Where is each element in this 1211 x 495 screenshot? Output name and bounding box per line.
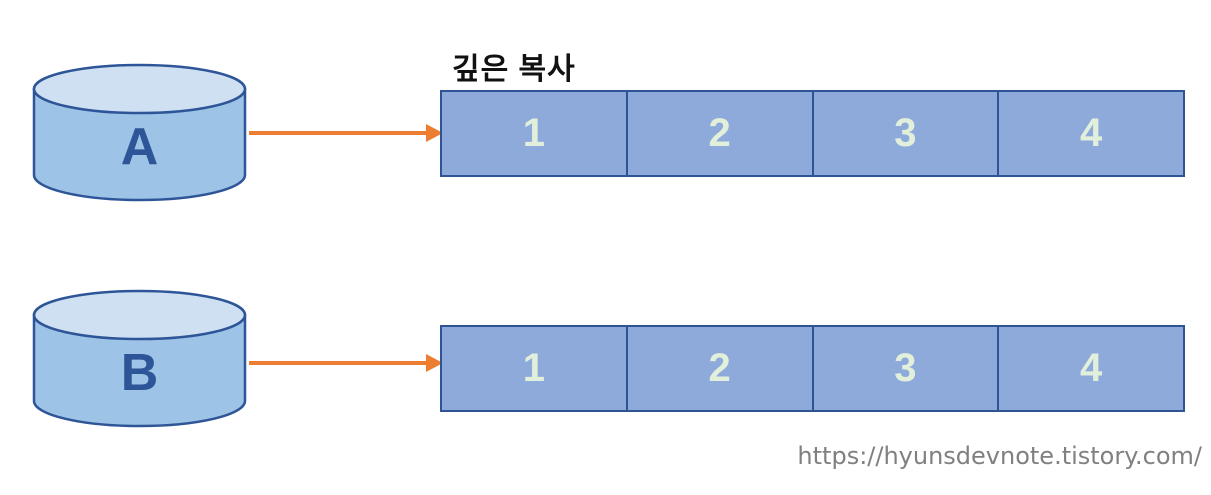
arrow-a-to-array-icon	[249, 124, 443, 142]
database-cylinder-a: A	[32, 63, 247, 202]
arrow-b-to-array-icon	[249, 354, 443, 372]
array-a-cell-2: 2	[625, 92, 812, 175]
array-a: 1 2 3 4	[440, 90, 1185, 177]
array-b-cell-3: 3	[811, 327, 998, 410]
array-b-cell-2: 2	[625, 327, 812, 410]
array-b-cell-1: 1	[442, 327, 626, 410]
array-a-cell-3: 3	[811, 92, 998, 175]
database-cylinder-icon	[32, 289, 247, 428]
array-a-cell-4: 4	[997, 92, 1183, 175]
array-a-cell-1: 1	[442, 92, 626, 175]
cylinder-a-label: A	[120, 118, 159, 176]
database-cylinder-b: B	[32, 289, 247, 428]
cylinder-b-label: B	[120, 344, 159, 402]
deep-copy-label: 깊은 복사	[452, 53, 576, 86]
footer-url: https://hyunsdevnote.tistory.com/	[797, 442, 1202, 470]
array-b-cell-4: 4	[997, 327, 1183, 410]
array-b: 1 2 3 4	[440, 325, 1185, 412]
database-cylinder-icon	[32, 63, 247, 202]
